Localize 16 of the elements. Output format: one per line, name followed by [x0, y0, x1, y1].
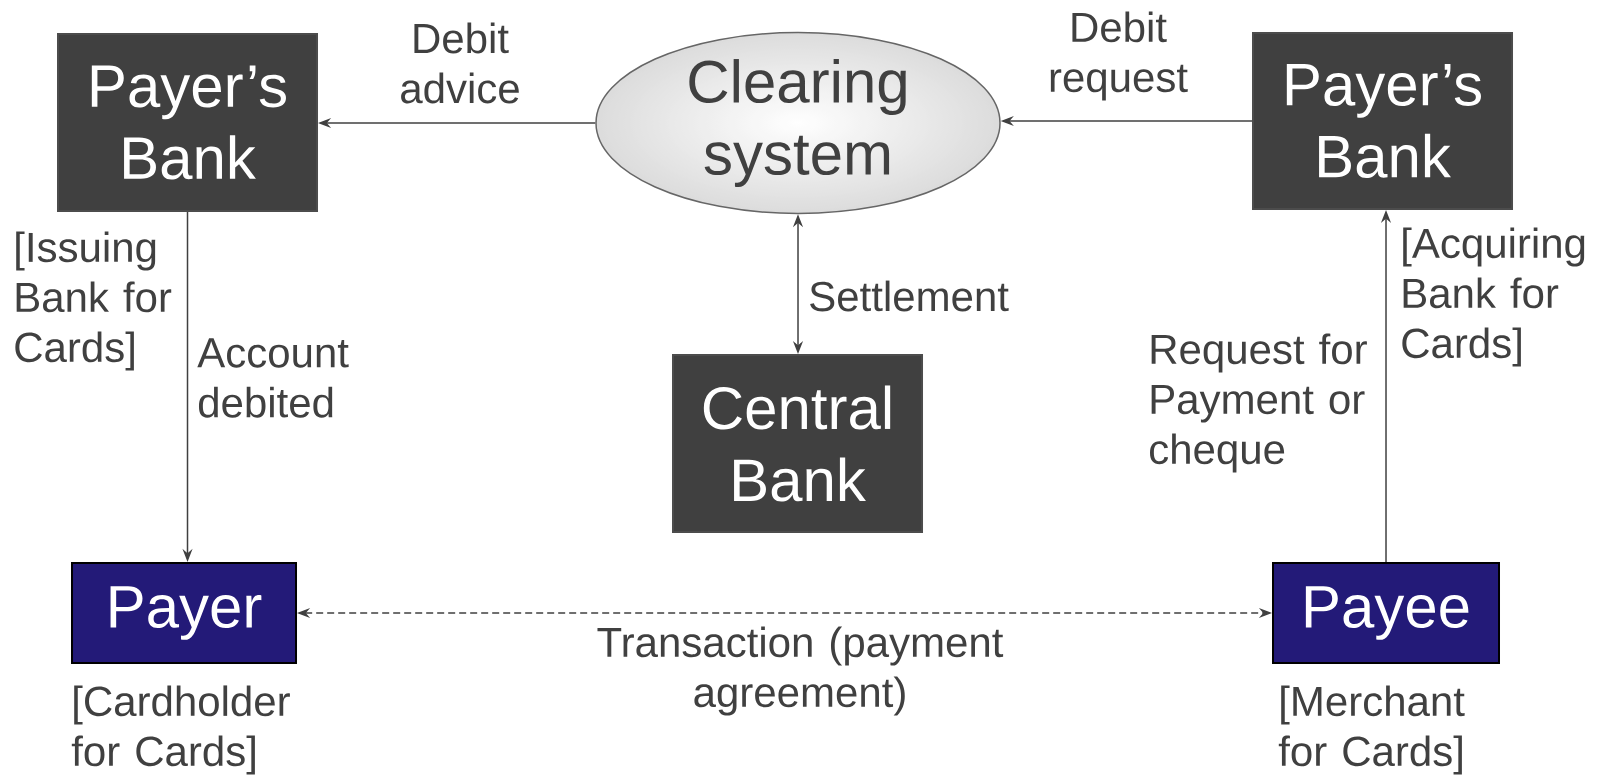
node-caption: [Issuing Bank for Cards] — [15, 231, 172, 371]
edge-label: Account debited — [197, 338, 349, 418]
node-caption: [Cardholder for Cards] — [71, 685, 290, 775]
edge-label: Debit advice — [401, 22, 519, 104]
party-box: Payee — [1272, 562, 1500, 664]
node-caption: [Merchant for Cards] — [1278, 685, 1465, 775]
edge-label: Request for Payment or cheque — [1150, 333, 1367, 473]
ellipse-node: Clearing system — [595, 31, 1001, 215]
edge-label: Settlement — [810, 280, 1009, 312]
edge-label: Debit request — [1050, 11, 1188, 101]
node-caption: [Acquiring Bank for Cards] — [1402, 227, 1585, 367]
bank-box: Payer’s Bank — [57, 33, 318, 212]
bank-box: Central Bank — [672, 354, 923, 533]
edge-label: Transaction (payment agreement) — [597, 626, 1004, 716]
bank-box: Payer’s Bank — [1252, 32, 1513, 210]
party-box: Payer — [71, 562, 297, 664]
